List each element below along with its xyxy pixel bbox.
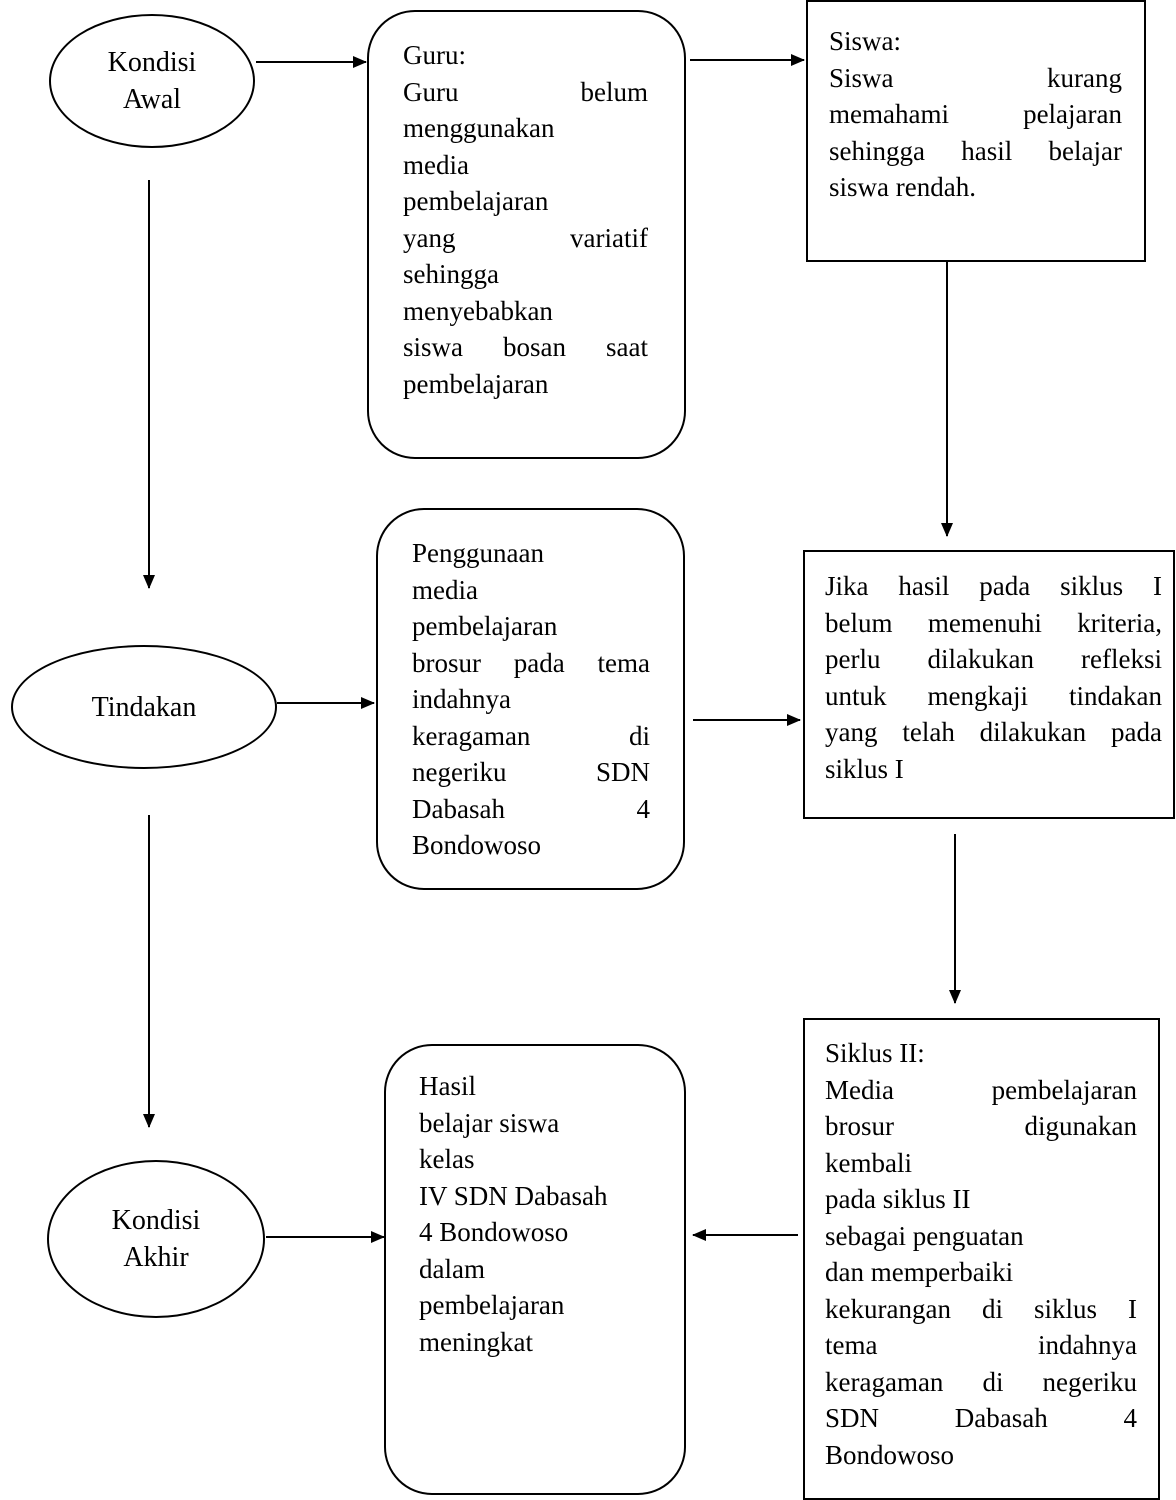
siswa-line: Siswa kurang <box>829 62 1122 93</box>
penggunaan-line: Dabasah 4 <box>412 793 650 824</box>
refleksi-line: siklus I <box>825 753 904 784</box>
hasil-line: meningkat <box>419 1326 533 1357</box>
guru-line: pembelajaran <box>403 368 549 399</box>
penggunaan-line: pembelajaran <box>412 611 558 641</box>
penggunaan-line: brosur pada tema <box>412 647 650 678</box>
hasil-line: kelas <box>419 1144 475 1174</box>
siklus2-line: Siklus II: <box>825 1038 925 1068</box>
siklus2-line: kekurangan di siklus I <box>825 1293 1137 1324</box>
penggunaan-box <box>376 508 685 890</box>
penggunaan-line: indahnya <box>412 684 511 714</box>
siklus2-line: keragaman di negeriku <box>825 1366 1137 1397</box>
kondisi-akhir-line-1: Kondisi <box>111 1205 201 1236</box>
refleksi-line: untuk mengkaji tindakan <box>825 680 1162 711</box>
guru-line: sehingga <box>403 259 499 289</box>
siklus2-text: Siklus II: Media pembelajaran brosur dig… <box>825 1035 1137 1473</box>
guru-line: menggunakan <box>403 113 555 143</box>
guru-box <box>367 10 686 459</box>
siswa-line: Siswa: <box>829 26 902 56</box>
guru-line: pembelajaran <box>403 186 549 216</box>
guru-text: Guru: Guru belum menggunakan media pembe… <box>403 37 648 402</box>
siklus2-line: dan memperbaiki <box>825 1257 1014 1287</box>
siswa-line: sehingga hasil belajar <box>829 135 1122 166</box>
penggunaan-line: negeriku SDN <box>412 757 650 787</box>
hasil-line: 4 Bondowoso <box>419 1217 569 1247</box>
siklus2-line: SDN Dabasah 4 <box>825 1403 1137 1433</box>
refleksi-text: Jika hasil pada siklus I belum memenuhi … <box>825 568 1162 787</box>
guru-line: media <box>403 149 469 180</box>
penggunaan-line: keragaman di <box>412 720 650 751</box>
siklus2-box <box>803 1018 1160 1500</box>
kondisi-akhir-node: Kondisi Akhir <box>47 1160 265 1318</box>
kondisi-akhir-line-2: Akhir <box>123 1242 189 1273</box>
siswa-line: siswa rendah. <box>829 172 976 202</box>
siklus2-line: Bondowoso <box>825 1439 955 1470</box>
guru-line: Guru belum <box>403 76 648 107</box>
guru-line: yang variatif <box>403 222 648 253</box>
refleksi-line: Jika hasil pada siklus I <box>825 571 1162 601</box>
refleksi-line: belum memenuhi kriteria, <box>825 607 1162 638</box>
siswa-box <box>806 0 1146 262</box>
siswa-line: memahami pelajaran <box>829 99 1122 129</box>
hasil-line: belajar siswa <box>419 1107 560 1138</box>
refleksi-line: perlu dilakukan refleksi <box>825 644 1162 674</box>
hasil-box <box>384 1044 686 1495</box>
penggunaan-line: media <box>412 574 478 605</box>
hasil-line: IV SDN Dabasah <box>419 1180 608 1211</box>
tindakan-node: Tindakan <box>11 645 277 769</box>
kondisi-awal-node: Kondisi Awal <box>49 14 255 148</box>
hasil-line: dalam <box>419 1253 485 1284</box>
hasil-line: pembelajaran <box>419 1290 565 1320</box>
hasil-line: Hasil <box>419 1071 476 1101</box>
guru-line: menyebabkan <box>403 295 553 326</box>
refleksi-line: yang telah dilakukan pada <box>825 717 1162 747</box>
siswa-text: Siswa: Siswa kurang memahami pelajaran s… <box>829 23 1122 206</box>
penggunaan-line: Bondowoso <box>412 830 542 860</box>
guru-line: Guru: <box>403 40 466 70</box>
guru-line: siswa bosan saat <box>403 332 648 362</box>
refleksi-box <box>803 550 1175 819</box>
siklus2-line: Media pembelajaran <box>825 1074 1137 1105</box>
siklus2-line: kembali <box>825 1147 912 1178</box>
siklus2-line: pada siklus II <box>825 1184 971 1214</box>
kondisi-awal-line-1: Kondisi <box>107 47 197 78</box>
kondisi-awal-line-2: Awal <box>122 84 182 115</box>
siklus2-line: sebagai penguatan <box>825 1220 1024 1251</box>
tindakan-label: Tindakan <box>91 691 197 723</box>
penggunaan-line: Penggunaan <box>412 538 544 568</box>
siklus2-line: brosur digunakan <box>825 1111 1137 1141</box>
penggunaan-text: Penggunaan media pembelajaran brosur pad… <box>412 535 650 864</box>
hasil-text: Hasil belajar siswa kelas IV SDN Dabasah… <box>419 1068 659 1360</box>
siklus2-line: tema indahnya <box>825 1330 1137 1360</box>
